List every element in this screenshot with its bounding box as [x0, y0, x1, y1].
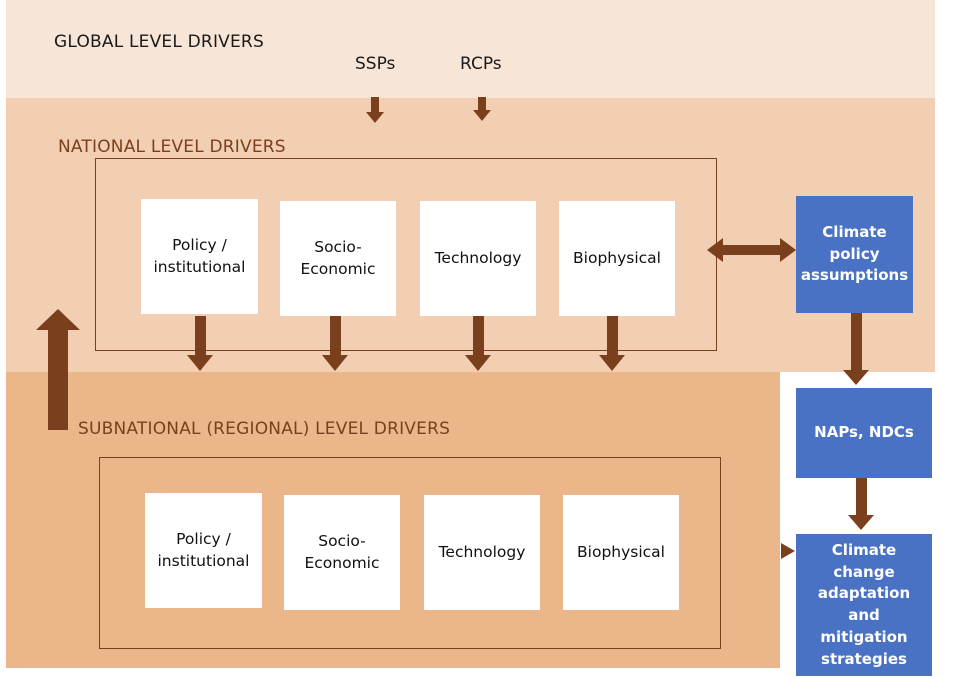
subnational-technology-box: Technology: [424, 495, 540, 610]
naps-ndcs-box: NAPs, NDCs: [796, 388, 932, 478]
adaptation-mitigation-strategies-box: Climate change adaptation and mitigation…: [796, 534, 932, 676]
global-level-label: GLOBAL LEVEL DRIVERS: [54, 32, 264, 52]
climate-policy-assumptions-box: Climate policy assumptions: [796, 196, 913, 313]
subnational-to-strategies-arrow: [781, 543, 795, 559]
subnational-level-label: SUBNATIONAL (REGIONAL) LEVEL DRIVERS: [78, 419, 451, 439]
subnational-policy-box: Policy / institutional: [145, 493, 262, 608]
naps-to-strategies-arrow: [848, 478, 874, 530]
national-level-label: NATIONAL LEVEL DRIVERS: [58, 137, 286, 157]
rcps-label: RCPs: [460, 54, 502, 74]
subnational-biophysical-box: Biophysical: [563, 495, 679, 610]
national-policy-box: Policy / institutional: [141, 199, 258, 314]
national-biophysical-box: Biophysical: [559, 201, 675, 316]
ssps-label: SSPs: [355, 54, 396, 74]
national-technology-box: Technology: [420, 201, 536, 316]
subnational-drivers-frame: [99, 457, 721, 649]
global-level-band: [6, 0, 935, 98]
subnational-socio-economic-box: Socio- Economic: [284, 495, 400, 610]
national-socio-economic-box: Socio- Economic: [280, 201, 396, 316]
